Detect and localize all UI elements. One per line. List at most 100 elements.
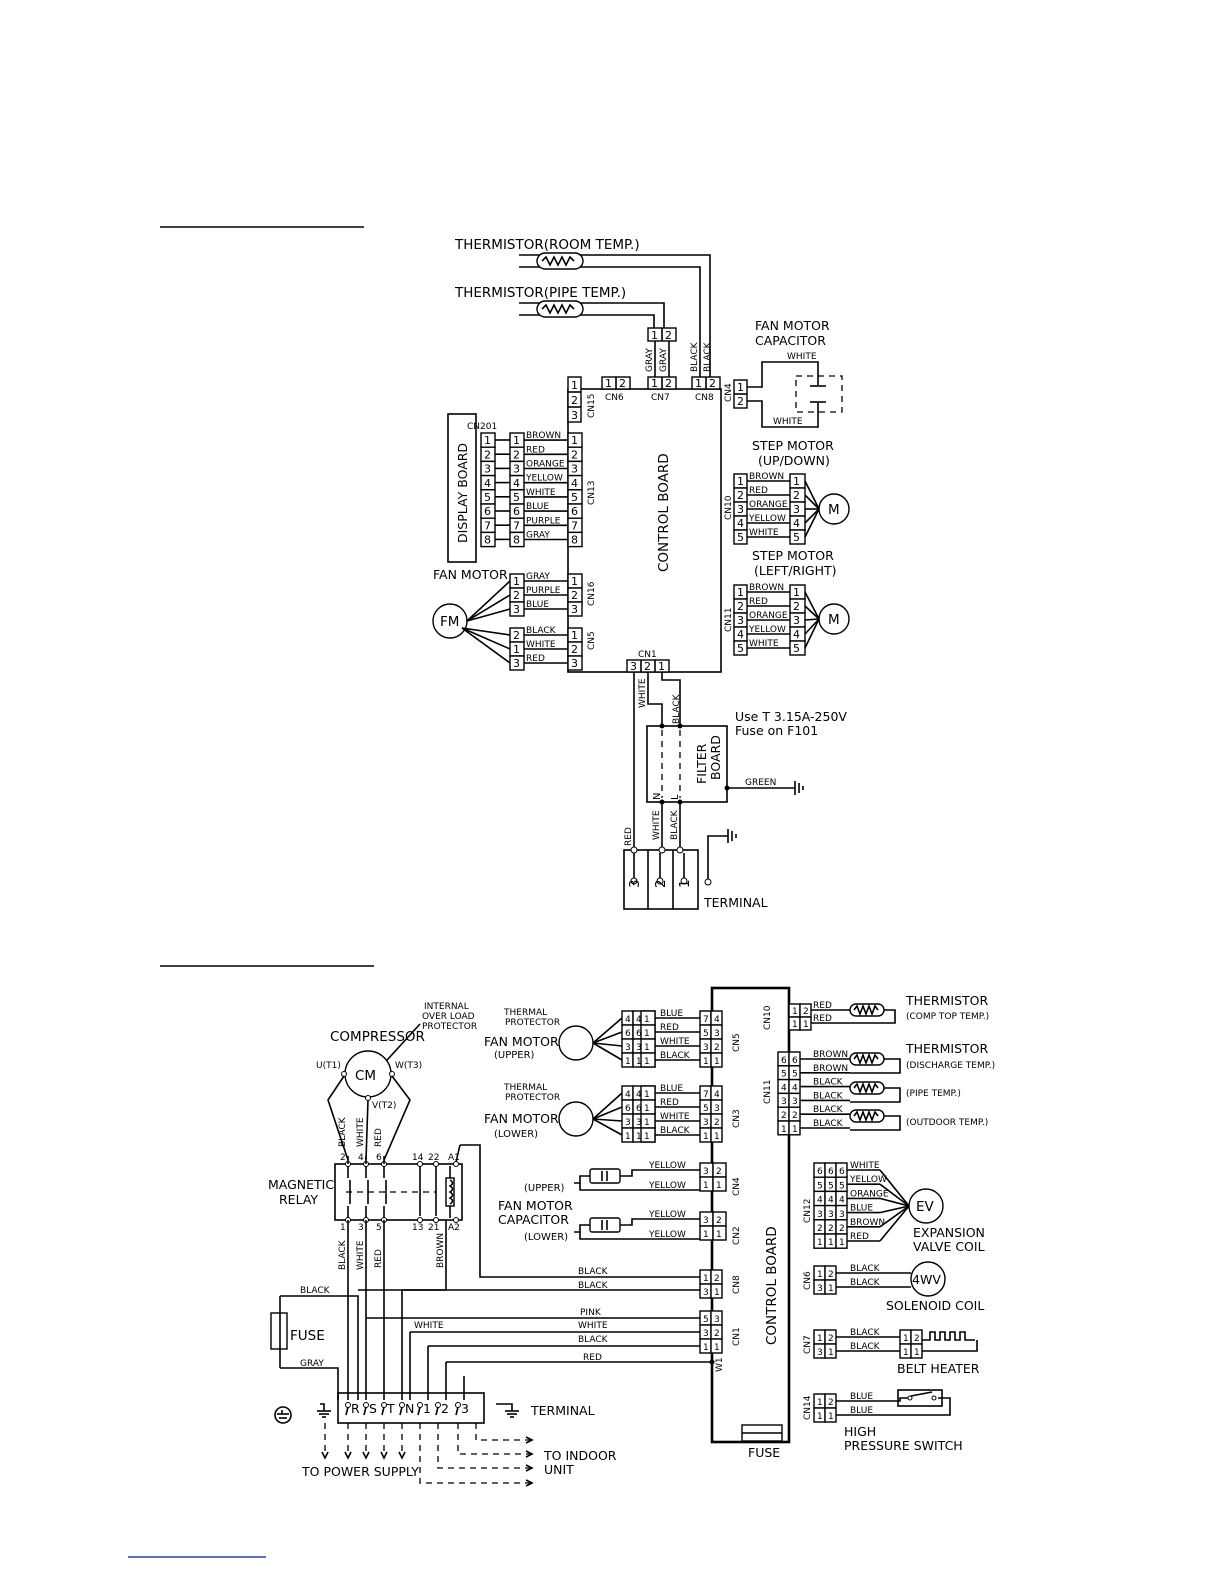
- svg-text:6: 6: [376, 1153, 382, 1163]
- resistor-zigzag: [541, 255, 575, 267]
- svg-text:W(T3): W(T3): [395, 1061, 422, 1071]
- capacitor-symbol: [795, 375, 843, 413]
- svg-text:BLACK: BLACK: [526, 626, 557, 636]
- svg-text:1: 1: [914, 1348, 920, 1358]
- svg-text:2: 2: [839, 1224, 845, 1234]
- svg-text:1: 1: [703, 1274, 709, 1284]
- svg-text:CN4: CN4: [724, 383, 734, 402]
- svg-text:4: 4: [513, 477, 520, 490]
- svg-text:CN11: CN11: [724, 608, 734, 632]
- svg-text:CN5: CN5: [587, 631, 597, 650]
- svg-text:CN7: CN7: [651, 393, 670, 403]
- fan-motor-lower-label: FAN MOTOR: [484, 1111, 559, 1126]
- svg-text:22: 22: [428, 1153, 439, 1163]
- svg-text:3: 3: [781, 1097, 787, 1107]
- svg-text:RED: RED: [813, 1014, 832, 1024]
- svg-text:1: 1: [714, 1343, 720, 1353]
- svg-text:(UPPER): (UPPER): [524, 1183, 565, 1194]
- indoor-wiring-diagram: THERMISTOR(ROOM TEMP.) THERMISTOR(PIPE T…: [432, 237, 850, 910]
- belt-heater-label: BELT HEATER: [897, 1361, 980, 1376]
- svg-text:1: 1: [903, 1348, 909, 1358]
- svg-text:CN8: CN8: [695, 393, 714, 403]
- svg-text:2: 2: [792, 1111, 798, 1121]
- svg-text:3: 3: [636, 1043, 642, 1053]
- supply-dashes: [321, 1423, 534, 1487]
- svg-text:BROWN: BROWN: [813, 1064, 848, 1074]
- svg-text:(LEFT/RIGHT): (LEFT/RIGHT): [754, 563, 837, 578]
- svg-text:1: 1: [651, 377, 658, 390]
- svg-text:4: 4: [792, 1083, 798, 1093]
- svg-text:CN16: CN16: [587, 581, 597, 606]
- svg-text:2: 2: [665, 329, 672, 342]
- svg-text:1: 1: [605, 377, 612, 390]
- svg-text:BLACK: BLACK: [672, 693, 682, 724]
- expansion-valve-label: EXPANSION: [913, 1225, 985, 1240]
- svg-text:3: 3: [571, 463, 578, 476]
- svg-text:A1: A1: [448, 1153, 460, 1163]
- svg-text:3: 3: [571, 657, 578, 670]
- svg-text:4: 4: [781, 1083, 787, 1093]
- fuse-note: Use T 3.15A-250V: [735, 709, 847, 724]
- svg-text:1: 1: [737, 475, 744, 488]
- svg-text:2: 2: [828, 1270, 834, 1280]
- svg-text:3: 3: [630, 660, 637, 673]
- svg-text:BROWN: BROWN: [850, 1218, 885, 1228]
- svg-text:1: 1: [716, 1181, 722, 1191]
- svg-text:5: 5: [793, 642, 800, 655]
- svg-text:1: 1: [703, 1230, 709, 1240]
- svg-text:2: 2: [644, 660, 651, 673]
- svg-text:3: 3: [513, 603, 520, 616]
- svg-text:1: 1: [828, 1412, 834, 1422]
- wire: [707, 835, 728, 880]
- svg-text:1: 1: [792, 1125, 798, 1135]
- svg-text:1: 1: [703, 1132, 709, 1142]
- svg-text:2: 2: [571, 448, 578, 461]
- svg-text:7: 7: [484, 519, 491, 532]
- svg-text:WHITE: WHITE: [526, 488, 556, 498]
- svg-text:CM: CM: [355, 1068, 376, 1084]
- svg-text:CN11: CN11: [763, 1080, 773, 1104]
- svg-text:2: 2: [340, 1153, 346, 1163]
- high-pressure-switch-label: HIGH: [844, 1424, 876, 1439]
- wire: [460, 1144, 700, 1278]
- step-motor-leftright-label: STEP MOTOR: [752, 548, 834, 563]
- svg-text:CAPACITOR: CAPACITOR: [498, 1212, 569, 1227]
- resistor-zigzag: [541, 303, 575, 315]
- svg-text:N: N: [405, 1401, 414, 1416]
- svg-text:3: 3: [714, 1029, 720, 1039]
- svg-text:1: 1: [817, 1398, 823, 1408]
- svg-text:1: 1: [793, 586, 800, 599]
- svg-text:BLACK: BLACK: [850, 1278, 881, 1288]
- svg-text:7: 7: [703, 1015, 709, 1025]
- svg-text:WHITE: WHITE: [749, 528, 779, 538]
- svg-text:CN4: CN4: [732, 1177, 742, 1196]
- svg-text:1: 1: [644, 1132, 650, 1142]
- svg-text:BLACK: BLACK: [850, 1264, 881, 1274]
- svg-text:1: 1: [792, 1007, 798, 1017]
- right-side-components: 1121REDRED654321654321BROWNBROWNBLACKBLA…: [777, 1001, 978, 1423]
- svg-text:4: 4: [571, 477, 578, 490]
- svg-text:6: 6: [828, 1167, 834, 1177]
- svg-text:2: 2: [817, 1224, 823, 1234]
- svg-text:W1: W1: [715, 1357, 725, 1372]
- svg-text:(UPPER): (UPPER): [494, 1050, 535, 1061]
- wire: [647, 672, 663, 726]
- svg-text:5: 5: [703, 1029, 709, 1039]
- svg-text:1: 1: [714, 1132, 720, 1142]
- fan-motor-label: FAN MOTOR: [433, 567, 508, 582]
- svg-text:WHITE: WHITE: [638, 678, 648, 708]
- svg-text:4: 4: [714, 1015, 720, 1025]
- svg-text:BLACK: BLACK: [850, 1328, 881, 1338]
- svg-text:1: 1: [817, 1412, 823, 1422]
- svg-text:CN12: CN12: [803, 1199, 813, 1223]
- step-motor-updown-label: STEP MOTOR: [752, 438, 834, 453]
- svg-text:1: 1: [644, 1029, 650, 1039]
- svg-text:3: 3: [737, 503, 744, 516]
- svg-text:EV: EV: [916, 1199, 935, 1215]
- wire: [661, 672, 681, 726]
- svg-text:Fuse on F101: Fuse on F101: [735, 723, 818, 738]
